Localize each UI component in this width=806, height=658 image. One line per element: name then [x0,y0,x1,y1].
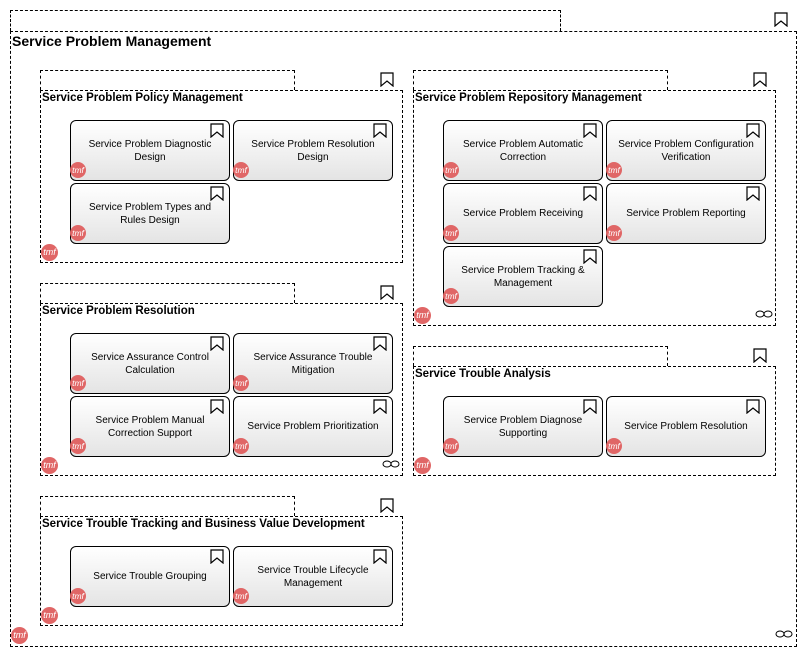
tmf-logo: tmf [414,457,431,474]
bookmark-icon [753,72,767,87]
tmf-logo: tmf [606,438,622,454]
bookmark-icon [380,285,394,300]
bookmark-icon [583,399,597,414]
bookmark-icon [380,498,394,513]
tmf-logo: tmf [70,162,86,178]
component-label: Service Assurance Control Calculation [91,351,209,376]
bookmark-icon [373,549,387,564]
group-title: Service Problem Resolution [42,305,195,317]
component-label: Service Problem Diagnose Supporting [463,414,583,439]
tmf-logo: tmf [443,162,459,178]
component-label: Service Problem Configuration Verificati… [618,138,754,163]
component-box[interactable]: Service Problem Diagnostic Design tmf [70,120,230,181]
chain-link-icon [382,460,400,468]
bookmark-icon [583,123,597,138]
component-box[interactable]: Service Problem Types and Rules Design t… [70,183,230,244]
bookmark-icon [746,399,760,414]
bookmark-icon [746,123,760,138]
component-box[interactable]: Service Trouble Grouping tmf [70,546,230,607]
group-title: Service Problem Repository Management [415,92,642,104]
component-label: Service Problem Resolution Design [251,138,375,163]
tmf-logo: tmf [41,607,58,624]
chain-link-icon [755,310,773,318]
component-box[interactable]: Service Problem Prioritization tmf [233,396,393,457]
group-tab [413,70,668,90]
bookmark-icon [210,186,224,201]
component-label: Service Problem Automatic Correction [462,138,584,163]
bookmark-icon [210,336,224,351]
tmf-logo: tmf [443,288,459,304]
group-title: Service Trouble Tracking and Business Va… [42,518,365,530]
diagram-title: Service Problem Management [12,33,212,49]
tmf-logo: tmf [414,307,431,324]
group-tab [40,496,295,516]
component-box[interactable]: Service Problem Manual Correction Suppor… [70,396,230,457]
component-box[interactable]: Service Problem Tracking & Management tm… [443,246,603,307]
outer-group-tab [10,10,561,31]
bookmark-icon [380,72,394,87]
bookmark-icon [746,186,760,201]
tmf-logo: tmf [70,375,86,391]
tmf-logo: tmf [70,225,86,241]
component-box[interactable]: Service Problem Configuration Verificati… [606,120,766,181]
tmf-logo: tmf [11,627,28,644]
bookmark-icon [774,12,788,27]
bookmark-icon [583,186,597,201]
component-box[interactable]: Service Problem Resolution tmf [606,396,766,457]
component-label: Service Trouble Grouping [93,571,207,582]
component-box[interactable]: Service Problem Automatic Correction tmf [443,120,603,181]
component-label: Service Problem Tracking & Management [461,264,585,289]
tmf-logo: tmf [70,438,86,454]
tmf-logo: tmf [233,162,249,178]
bookmark-icon [373,123,387,138]
bookmark-icon [583,249,597,264]
bookmark-icon [373,336,387,351]
group-tab [40,283,295,303]
tmf-logo: tmf [70,588,86,604]
component-label: Service Problem Diagnostic Design [88,138,212,163]
component-box[interactable]: Service Problem Resolution Design tmf [233,120,393,181]
tmf-logo: tmf [233,438,249,454]
tmf-logo: tmf [606,162,622,178]
tmf-logo: tmf [41,457,58,474]
component-label: Service Problem Reporting [626,208,746,219]
group-tab [413,346,668,366]
component-box[interactable]: Service Problem Diagnose Supporting tmf [443,396,603,457]
component-box[interactable]: Service Problem Reporting tmf [606,183,766,244]
component-label: Service Trouble Lifecycle Management [257,564,369,589]
component-label: Service Problem Resolution [624,421,748,432]
chain-link-icon [775,630,793,638]
component-label: Service Problem Receiving [462,208,584,219]
component-box[interactable]: Service Assurance Control Calculation tm… [70,333,230,394]
bookmark-icon [210,549,224,564]
group-title: Service Trouble Analysis [415,368,551,380]
bookmark-icon [210,123,224,138]
component-box[interactable]: Service Problem Receiving tmf [443,183,603,244]
bookmark-icon [373,399,387,414]
tmf-logo: tmf [233,588,249,604]
component-label: Service Problem Types and Rules Design [88,201,212,226]
component-box[interactable]: Service Assurance Trouble Mitigation tmf [233,333,393,394]
tmf-logo: tmf [443,438,459,454]
component-label: Service Problem Manual Correction Suppor… [95,414,205,439]
component-label: Service Problem Prioritization [247,421,379,432]
tmf-logo: tmf [233,375,249,391]
bookmark-icon [753,348,767,363]
bookmark-icon [210,399,224,414]
tmf-logo: tmf [606,225,622,241]
group-title: Service Problem Policy Management [42,92,243,104]
component-box[interactable]: Service Trouble Lifecycle Management tmf [233,546,393,607]
group-tab [40,70,295,90]
component-label: Service Assurance Trouble Mitigation [253,351,373,376]
tmf-logo: tmf [41,244,58,261]
tmf-logo: tmf [443,225,459,241]
